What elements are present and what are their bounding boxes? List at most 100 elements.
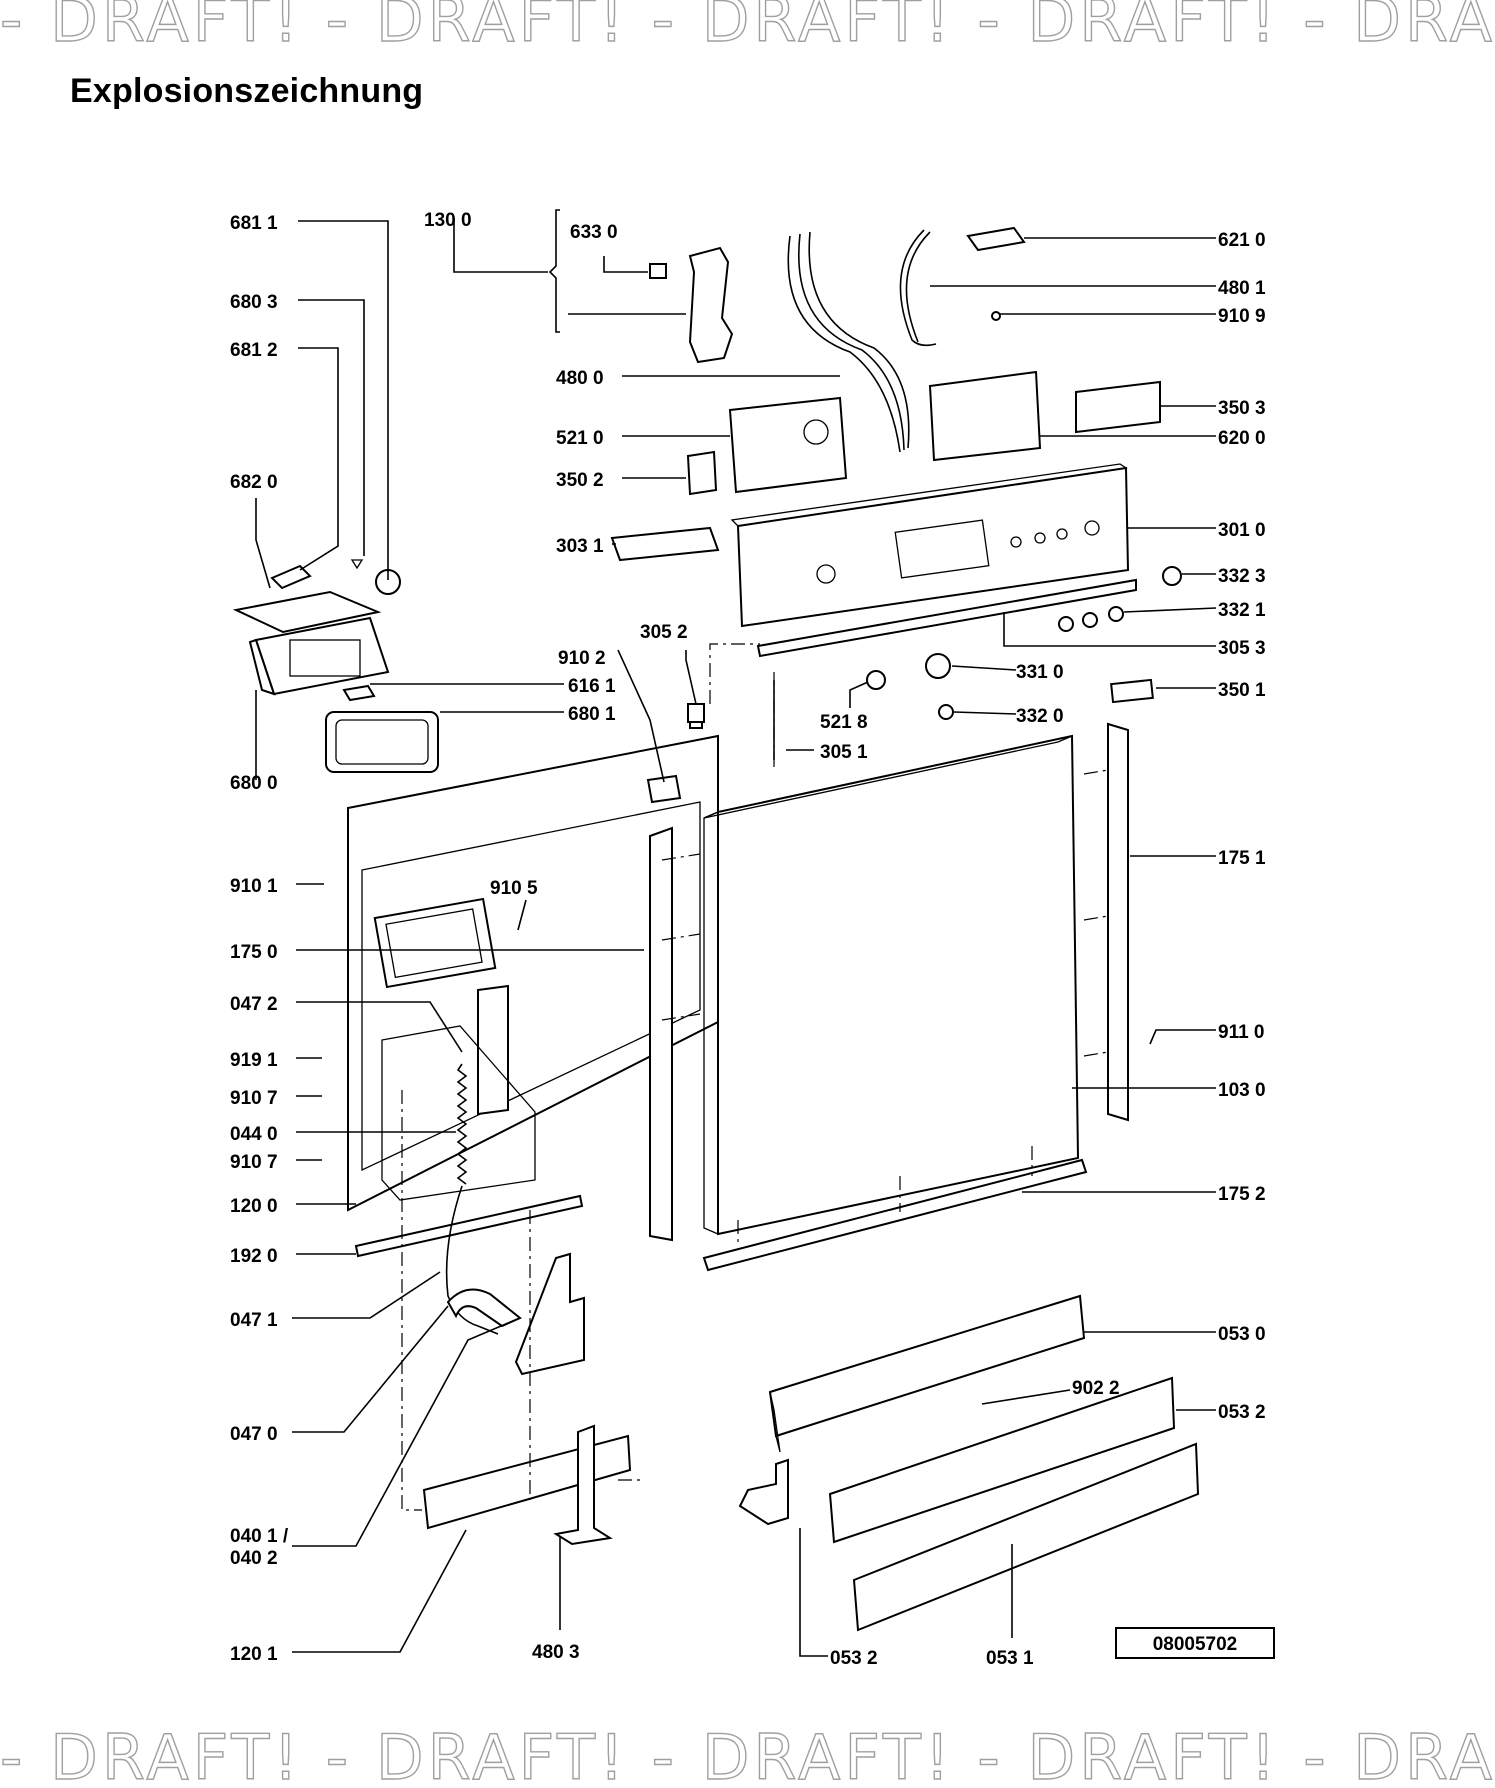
knob-332-1a (1058, 616, 1074, 632)
door-lock-633-0 (649, 246, 734, 364)
drawing-code-box (1115, 1627, 1275, 1659)
rail-192-0 (354, 1194, 584, 1258)
screw-910-9 (991, 311, 1001, 321)
label-047-1: 047 1 (230, 1310, 278, 1331)
wiring-harness-480-0 (787, 235, 901, 453)
side-strip-175-1 (1107, 722, 1129, 1122)
page-title: Explosionszeichnung (70, 72, 424, 110)
label-521-8: 521 8 (820, 712, 868, 733)
control-box-682-0 (232, 559, 401, 696)
trim-305-3 (756, 578, 1137, 658)
label-103-0: 103 0 (1218, 1080, 1266, 1101)
bracket-047-0 (446, 1288, 522, 1328)
label-305-3: 305 3 (1218, 638, 1266, 659)
ring-331-0 (925, 653, 951, 679)
control-panel-301-0 (730, 463, 1130, 628)
label-910-7a: 910 7 (230, 1088, 278, 1109)
label-910-2: 910 2 (558, 648, 606, 669)
label-053-2b: 053 2 (830, 1648, 878, 1669)
badge-350-1 (1110, 678, 1154, 704)
electronic-module-521-0 (728, 396, 848, 494)
label-331-0: 331 0 (1016, 662, 1064, 683)
switch-521-8 (866, 670, 886, 690)
label-620-0: 620 0 (1218, 428, 1266, 449)
knob-332-1b (1082, 612, 1098, 628)
bottom-bar-053-1 (852, 1442, 1200, 1632)
side-strip-175-0 (649, 826, 673, 1242)
label-480-1: 480 1 (1218, 278, 1266, 299)
label-305-1: 305 1 (820, 742, 868, 763)
label-044-0: 044 0 (230, 1124, 278, 1145)
label-350-3: 350 3 (1218, 398, 1266, 419)
bracket-053-2b (738, 1458, 789, 1526)
label-175-2: 175 2 (1218, 1184, 1266, 1205)
bracket-040-1 (514, 1252, 585, 1376)
label-120-1: 120 1 (230, 1644, 278, 1665)
label-053-2a: 053 2 (1218, 1402, 1266, 1423)
label-332-3: 332 3 (1218, 566, 1266, 587)
drawing-code: 08005702 (1153, 1634, 1238, 1655)
label-480-0: 480 0 (556, 368, 604, 389)
label-902-2: 902 2 (1072, 1378, 1120, 1399)
label-047-2: 047 2 (230, 994, 278, 1015)
label-616-1: 616 1 (568, 676, 616, 697)
knob-332-1c (1108, 606, 1124, 622)
module-621-0 (966, 226, 1026, 252)
bottom-bar-053-0 (768, 1294, 1086, 1438)
label-350-1: 350 1 (1218, 680, 1266, 701)
label-680-1: 680 1 (568, 704, 616, 725)
indicator-303-1 (610, 526, 720, 562)
label-175-0: 175 0 (230, 942, 278, 963)
knob-332-0 (938, 704, 954, 720)
seal-680-1 (325, 711, 439, 773)
label-053-1: 053 1 (986, 1648, 1034, 1669)
label-350-2: 350 2 (556, 470, 604, 491)
label-910-9: 910 9 (1218, 306, 1266, 327)
frame-620-0 (928, 370, 1042, 462)
label-301-0: 301 0 (1218, 520, 1266, 541)
draft-watermark-bottom: - DRAFT! - DRAFT! - DRAFT! - DRAFT! - DR… (0, 1728, 1495, 1788)
label-682-0: 682 0 (230, 472, 278, 493)
label-910-5: 910 5 (490, 878, 538, 899)
label-047-0: 047 0 (230, 1424, 278, 1445)
draft-watermark-top: - DRAFT! - DRAFT! - DRAFT! - DRAFT! - DR… (0, 0, 1495, 50)
label-305-2: 305 2 (640, 622, 688, 643)
label-621-0: 621 0 (1218, 230, 1266, 251)
label-130-0: 130 0 (424, 210, 472, 231)
switch-350-2 (686, 450, 718, 496)
label-120-0: 120 0 (230, 1196, 278, 1217)
outer-door-panel-103-0 (703, 734, 1080, 1236)
label-192-0: 192 0 (230, 1246, 278, 1267)
label-681-2: 681 2 (230, 340, 278, 361)
label-680-3: 680 3 (230, 292, 278, 313)
bottom-bar-053-2 (828, 1376, 1176, 1544)
bottom-bar-120-1 (422, 1434, 632, 1530)
label-910-1: 910 1 (230, 876, 278, 897)
label-680-0: 680 0 (230, 773, 278, 794)
label-480-3: 480 3 (532, 1642, 580, 1663)
part-616-1 (342, 684, 376, 702)
bracket-480-3 (553, 1424, 613, 1546)
label-911-0: 911 0 (1218, 1022, 1265, 1043)
label-040-2: 040 2 (230, 1548, 278, 1569)
hinge-part-910-2 (646, 774, 682, 804)
label-053-0: 053 0 (1218, 1324, 1266, 1345)
label-681-1: 681 1 (230, 213, 278, 234)
clip-305-2 (687, 703, 705, 723)
cable-480-1 (899, 229, 937, 347)
label-332-0: 332 0 (1016, 706, 1064, 727)
label-303-1: 303 1 (556, 536, 604, 557)
spring-044-0 (456, 1063, 468, 1185)
label-332-1: 332 1 (1218, 600, 1266, 621)
label-919-1: 919 1 (230, 1050, 278, 1071)
display-350-3 (1075, 380, 1161, 434)
knob-332-3 (1162, 566, 1182, 586)
bottom-strip-175-2 (702, 1158, 1088, 1272)
inner-door-panel-120-0 (347, 734, 719, 1212)
label-040-1: 040 1 / (230, 1526, 289, 1547)
label-175-1: 175 1 (1218, 848, 1266, 869)
label-633-0: 633 0 (570, 222, 618, 243)
label-521-0: 521 0 (556, 428, 604, 449)
label-910-7b: 910 7 (230, 1152, 278, 1173)
